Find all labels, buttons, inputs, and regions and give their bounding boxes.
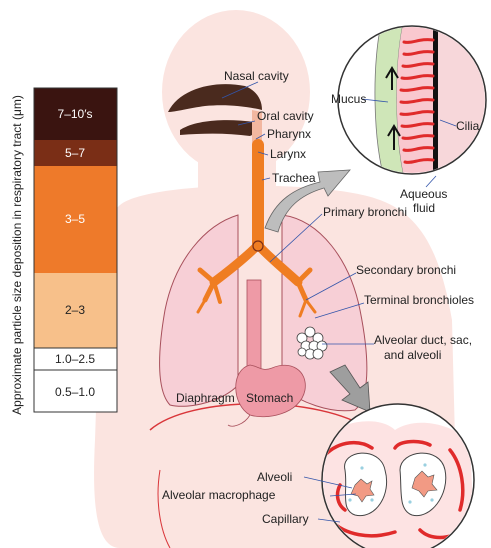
- label-larynx: Larynx: [270, 147, 306, 161]
- scale-label-7-10: 7–10′s: [58, 107, 93, 121]
- particle-size-scale: 7–10′s 5–7 3–5 2–3 1.0–2.5 0.5–1.0 Appro…: [10, 88, 117, 415]
- scale-axis-title: Approximate particle size deposition in …: [10, 95, 24, 415]
- label-alveolar-duct-line2: and alveoli: [384, 348, 441, 362]
- label-alveoli: Alveoli: [257, 470, 292, 484]
- label-aqueous-line1: Aqueous: [400, 187, 447, 201]
- label-trachea: Trachea: [272, 171, 316, 185]
- label-stomach: Stomach: [246, 391, 293, 405]
- scale-label-0.5-1: 0.5–1.0: [55, 385, 95, 399]
- scale-label-1-2.5: 1.0–2.5: [55, 352, 95, 366]
- label-diaphragm: Diaphragm: [176, 391, 235, 405]
- scale-label-2-3: 2–3: [65, 303, 85, 317]
- label-mucus: Mucus: [331, 92, 366, 106]
- label-terminal-bronchioles: Terminal bronchioles: [364, 293, 474, 307]
- label-cilia: Cilia: [456, 119, 480, 133]
- label-oral-cavity: Oral cavity: [257, 109, 314, 123]
- label-nasal-cavity: Nasal cavity: [224, 69, 289, 83]
- label-alveolar-duct-line1: Alveolar duct, sac,: [374, 333, 472, 347]
- label-primary-bronchi: Primary bronchi: [323, 205, 407, 219]
- label-capillary: Capillary: [262, 512, 309, 526]
- label-aqueous-line2: fluid: [413, 201, 435, 215]
- scale-label-3-5: 3–5: [65, 212, 85, 226]
- label-secondary-bronchi: Secondary bronchi: [356, 263, 456, 277]
- label-pharynx: Pharynx: [267, 127, 311, 141]
- label-alveolar-macrophage: Alveolar macrophage: [162, 488, 276, 502]
- scale-label-5-7: 5–7: [65, 146, 85, 160]
